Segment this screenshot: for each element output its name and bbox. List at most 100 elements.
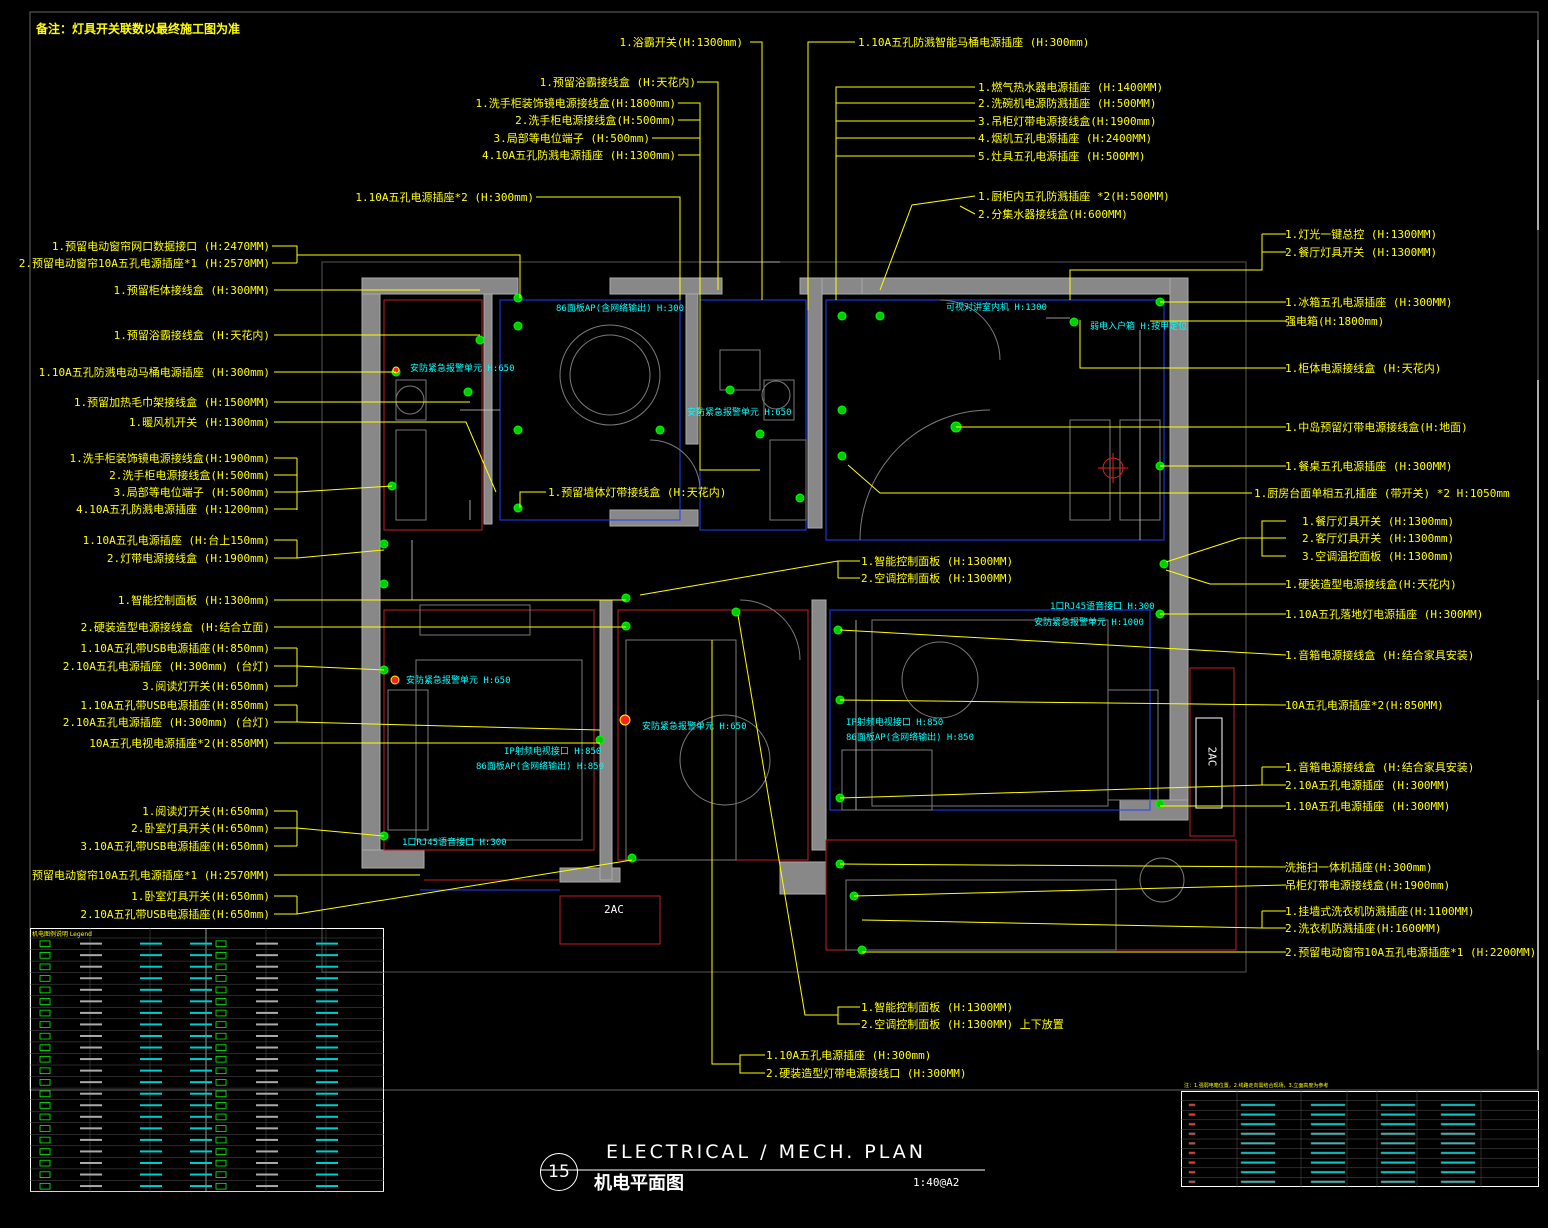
annotation-label: 1.阅读灯开关(H:650mm) [142,805,270,818]
annotation-label: 1.厨房台面单相五孔插座 (带开关) *2 H:1050mm [1254,487,1510,500]
annotation-label: 1.智能控制面板 (H:1300MM) [861,555,1014,568]
spec-text-placeholder [1240,1103,1276,1107]
spec-text-placeholder [1240,1113,1276,1116]
spec-text-placeholder [1310,1103,1346,1107]
annotation-label: 1.音箱电源接线盒 (H:结合家具安装) [1285,649,1475,662]
annotation-label: 2.10A五孔带USB电源插座(H:650mm) [80,908,270,921]
legend-symbol [215,1113,227,1121]
annotation-label: 2.洗碗机电源防溅插座 (H:500MM) [978,97,1157,110]
spec-text-placeholder [1310,1132,1346,1136]
spec-text-placeholder [1240,1122,1276,1126]
annotation-label: 5.灶具五孔电源插座 (H:500MM) [978,150,1146,163]
legend-text-placeholder [140,1081,162,1084]
legend-text-placeholder [80,1034,102,1037]
device-label: 86面板AP(含网络输出) H:850 [846,733,975,743]
legend-symbol [39,1102,51,1109]
legend-symbol [215,952,227,959]
annotation-label: 2.预留电动窗帘10A五孔电源插座*1 (H:2570MM) [18,257,270,270]
legend-text-placeholder [316,1173,338,1176]
spec-text-placeholder [1380,1122,1416,1126]
legend-text-placeholder [316,1104,338,1107]
legend-text-placeholder [190,1081,212,1084]
annotation-label: 3.空调温控面板 (H:1300mm) [1302,550,1455,563]
device-label: 安防紧急报警单元 H:650 [410,364,515,374]
legend-text-placeholder [256,1081,278,1084]
spec-text-placeholder [1240,1142,1276,1145]
legend-text-placeholder [80,1092,102,1095]
annotation-label: 1.10A五孔电源插座*2 (H:300mm) [355,191,534,204]
annotation-label: 4.烟机五孔电源插座 (H:2400MM) [978,132,1153,145]
legend-symbol [215,1125,227,1132]
device-label: IP射频电视接口 H:850 [504,747,602,757]
legend-text-placeholder [256,1023,278,1026]
annotation-label: 4.10A五孔防溅电源插座 (H:1300mm) [482,149,676,162]
annotation-label: 2.10A五孔电源插座 (H:300mm) (台灯) [62,716,270,729]
legend-symbol [215,998,227,1005]
legend-text-placeholder [80,1104,102,1107]
legend-symbol [215,1102,227,1109]
legend-text-placeholder [80,1000,102,1003]
legend-text-placeholder [190,1092,212,1095]
legend-symbol [39,1021,51,1028]
annotation-label: 2.预留电动窗帘10A五孔电源插座*1 (H:2200MM) [1285,946,1537,959]
annotation-label: 1.卧室灯具开关(H:650mm) [131,890,270,903]
drawing-scale: 1:40@A2 [913,1176,960,1189]
spec-text-placeholder [1440,1180,1476,1184]
annotation-label: 1.预留电动窗帘网口数据接口 (H:2470MM) [51,240,270,253]
legend-text-placeholder [316,954,338,957]
legend-symbol [215,1136,227,1144]
spec-text-placeholder [1310,1142,1346,1145]
spec-text-placeholder [1188,1151,1196,1155]
legend-text-placeholder [256,1046,278,1049]
annotation-label: 1.智能控制面板 (H:1300MM) [861,1001,1014,1014]
device-label: 安防紧急报警单元 H:650 [406,676,511,686]
legend-text-placeholder [190,1150,212,1153]
legend-text-placeholder [80,1173,102,1176]
legend-text-placeholder [140,977,162,980]
legend-text-placeholder [140,942,162,945]
annotation-label: 1.浴霸开关(H:1300mm) [619,36,743,49]
annotation-label: 2.客厅灯具开关 (H:1300mm) [1302,532,1455,545]
spec-text-placeholder [1380,1180,1416,1184]
annotation-label: 2.分集水器接线盒(H:600MM) [978,208,1128,221]
legend-text-placeholder [256,1092,278,1095]
annotation-label: 1.中岛预留灯带电源接线盒(H:地面) [1285,421,1468,434]
annotation-label: 2.10A五孔电源插座 (H:300MM) [1285,779,1451,792]
legend-symbol [215,1021,227,1028]
annotation-label: 1.冰箱五孔电源插座 (H:300MM) [1285,296,1453,309]
spec-text-placeholder [1188,1103,1196,1107]
spec-text-placeholder [1240,1151,1276,1155]
legend-text-placeholder [140,1104,162,1107]
legend-text-placeholder [140,1000,162,1003]
legend-text-placeholder [80,954,102,957]
legend-text-placeholder [256,1138,278,1141]
annotation-label: 2.洗手柜电源接线盒(H:500mm) [109,469,270,482]
annotation-label: 1.厨柜内五孔防溅插座 *2(H:500MM) [978,190,1170,203]
spec-text-placeholder [1440,1132,1476,1136]
legend-text-placeholder [140,1185,162,1188]
legend-symbol [39,1032,51,1040]
legend-text-placeholder [316,1081,338,1084]
legend-text-placeholder [80,977,102,980]
device-label: 安防紧急报警单元 H:650 [687,408,792,418]
legend-text-placeholder [190,977,212,980]
annotation-label: 3.吊柜灯带电源接线盒(H:1900mm) [978,115,1157,128]
legend-symbol [39,1079,51,1086]
legend-symbol [39,952,51,959]
device-label: 1口RJ45语音接口 H:300 [1050,602,1155,612]
legend-text-placeholder [190,1115,212,1118]
legend-text-placeholder [140,1115,162,1118]
legend-text-placeholder [316,1034,338,1037]
annotation-label: 强电箱(H:1800mm) [1285,315,1385,328]
legend-symbol [39,1055,51,1063]
drawing-number: 15 [540,1153,578,1191]
spec-text-placeholder [1380,1170,1416,1174]
legend-text-placeholder [140,1069,162,1072]
legend-symbol [39,1171,51,1178]
device-label: 弱电入户箱 H:按甲定位 [1090,322,1188,332]
legend-symbol [215,1032,227,1040]
device-label: 安防紧急报警单元 H:650 [642,722,747,732]
legend-text-placeholder [316,1069,338,1072]
spec-note: 注：1.强弱电箱位置，2.线路走向需结合现场，3.立面高度为参考 [1184,1083,1329,1089]
